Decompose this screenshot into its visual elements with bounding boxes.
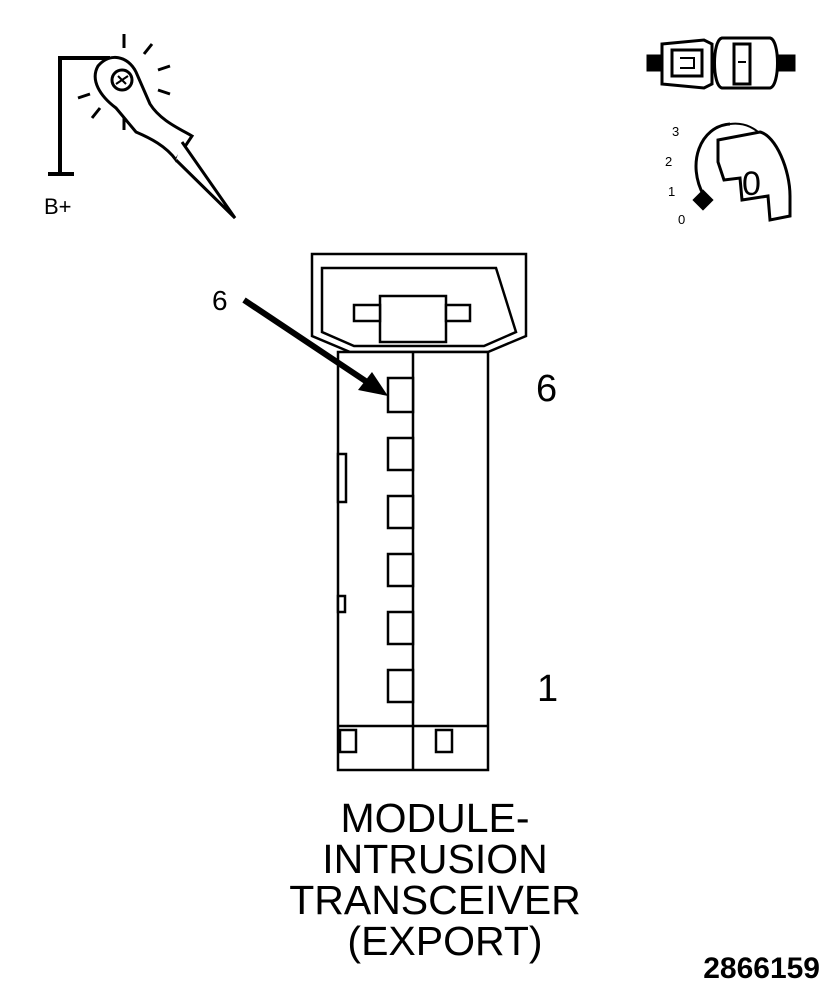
pin-cavity-1 bbox=[386, 668, 415, 704]
ignition-position-3: 3 bbox=[672, 124, 679, 139]
connector-title-line-4: (EXPORT) bbox=[347, 918, 543, 964]
connector-title-line-1: MODULE- bbox=[340, 795, 530, 841]
connector-title: MODULE- INTRUSION TRANSCEIVER (EXPORT) bbox=[240, 798, 630, 962]
pin-cavity-6 bbox=[386, 376, 415, 414]
connector-disconnect-icon bbox=[646, 36, 796, 90]
ignition-position-1: 1 bbox=[668, 184, 675, 199]
ignition-key-icon bbox=[692, 122, 792, 222]
callout-arrow bbox=[242, 297, 388, 396]
callout-pin-label: 6 bbox=[212, 285, 228, 316]
connector-body bbox=[310, 252, 528, 772]
ignition-position-2: 2 bbox=[665, 154, 672, 169]
connector-title-line-3: TRANSCEIVER bbox=[289, 877, 581, 923]
ignition-key-label: 0 bbox=[742, 165, 761, 203]
pin-cavity-4 bbox=[386, 494, 415, 530]
pin-6-label: 6 bbox=[536, 368, 557, 410]
connector-title-line-2: INTRUSION bbox=[322, 836, 548, 882]
figure-number: 2866159 bbox=[703, 952, 820, 985]
test-light-probe-icon bbox=[48, 34, 237, 220]
ignition-position-0: 0 bbox=[678, 212, 685, 227]
pin-cavity-3 bbox=[386, 552, 415, 588]
pin-1-label: 1 bbox=[537, 668, 558, 710]
pin-cavity-5 bbox=[386, 436, 415, 472]
b-plus-label: B+ bbox=[44, 194, 72, 219]
pin-cavity-2 bbox=[386, 610, 415, 646]
